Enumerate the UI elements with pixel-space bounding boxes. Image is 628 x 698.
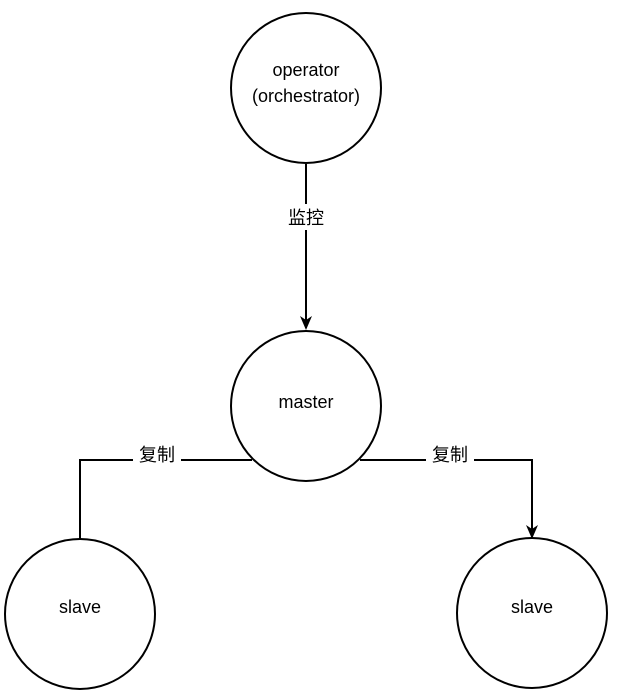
monitor-arrowhead xyxy=(300,316,312,330)
operator-circle xyxy=(230,12,382,164)
edge-operator-to-master: 监控 xyxy=(282,164,332,330)
operator-node[interactable]: operator (orchestrator) xyxy=(230,12,382,164)
slave-right-circle xyxy=(456,537,608,689)
slave-right-node[interactable]: slave xyxy=(456,537,608,689)
master-node[interactable]: master xyxy=(230,330,382,482)
edge-master-to-slave-left: 复制 xyxy=(74,441,252,556)
replicate-right-arrow xyxy=(360,459,533,538)
slave-left-node[interactable]: slave xyxy=(4,538,156,690)
edge-master-to-slave-right: 复制 xyxy=(360,441,538,539)
master-circle xyxy=(230,330,382,482)
slave-left-circle xyxy=(4,538,156,690)
replicate-left-label: 复制 xyxy=(139,445,175,466)
slave-left-label: slave xyxy=(59,597,101,617)
monitor-label: 监控 xyxy=(288,208,324,229)
orchestrator-label: (orchestrator) xyxy=(252,86,360,106)
operator-label: operator xyxy=(272,60,339,80)
replicate-left-arrow xyxy=(79,459,252,555)
replicate-right-arrowhead xyxy=(526,525,538,539)
master-label: master xyxy=(278,392,333,412)
slave-right-label: slave xyxy=(511,597,553,617)
replicate-right-label: 复制 xyxy=(432,445,468,466)
